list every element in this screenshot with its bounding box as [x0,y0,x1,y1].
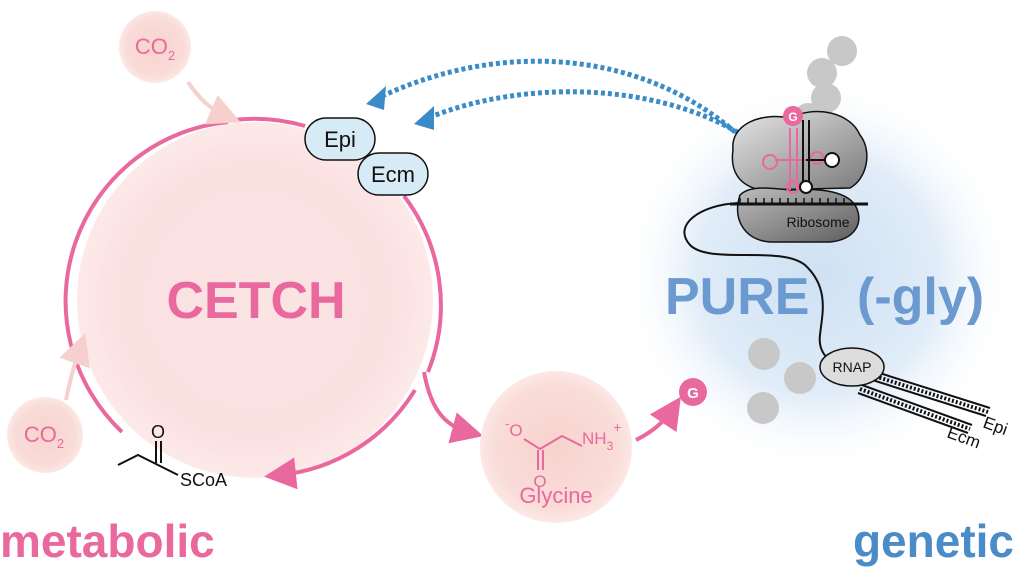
ecm-enzyme [357,152,429,196]
dna-gene-epi [865,369,991,417]
epi-enzyme-label: Epi [324,127,356,152]
feedback-arrowhead-ecm [414,106,434,130]
cetch-cycle-disk [77,122,433,478]
glycine-o-minus: -O [505,416,523,440]
co2-bottom-label: CO2 [24,422,64,451]
propionyl-oxygen: O [151,422,165,442]
co2-bubble-top [119,11,191,83]
ecm-enzyme-label: Ecm [371,162,415,187]
gene-epi-label: Epi [981,413,1011,439]
feedback-arrow-epi [376,58,737,134]
g-token-label: G [687,385,699,402]
pure-gly-subtitle: (-gly) [857,268,984,326]
cetch-title: CETCH [166,272,345,330]
feedback-arrowhead-epi [366,86,386,110]
dna-gene-ecm [857,384,973,434]
ribosome-g-token [783,106,803,126]
co2-bottom-arrow [59,332,90,401]
free-amino-acids [747,338,816,424]
glycine-to-g-arrow [635,396,681,442]
trna-black [799,120,840,194]
ribosome-large-subunit [731,110,868,191]
g-token [679,378,707,406]
pure-title: PURE [665,268,809,326]
cetch-ring-right [402,194,443,373]
rnap [819,347,885,387]
mrna-codons [739,198,845,204]
trna-pink [762,128,824,194]
pure-background [618,75,1018,475]
propionyl-scoa-label: SCoA [180,470,227,490]
ribosome-g-label: G [788,110,797,124]
gene-ecm-label: Ecm [945,423,983,452]
co2-top-label: CO2 [135,34,175,63]
glycine-bubble [480,371,632,523]
ribosome-label: Ribosome [786,214,849,230]
ribosome: Ribosome G [731,106,868,243]
rnap-label: RNAP [833,359,872,375]
genetic-label: genetic [853,515,1014,567]
co2-bubble-bottom [7,397,83,473]
glycine-branch-arrow [422,371,484,444]
propionyl-coa-structure: O SCoA [117,422,227,490]
epi-enzyme [304,117,376,161]
mrna-strand [683,202,839,366]
glycine-structure: -O O NH3+ Glycine [505,416,621,508]
co2-top-arrow [186,80,241,125]
glycine-o: O [533,472,546,491]
glycine-label: Glycine [519,483,592,508]
feedback-arrow-ecm [427,89,752,143]
glycine-nh3: NH3+ [582,419,621,453]
cetch-ring-left [63,120,229,434]
cetch-ring-lower [264,388,417,490]
metabolic-label: metabolic [0,515,215,567]
